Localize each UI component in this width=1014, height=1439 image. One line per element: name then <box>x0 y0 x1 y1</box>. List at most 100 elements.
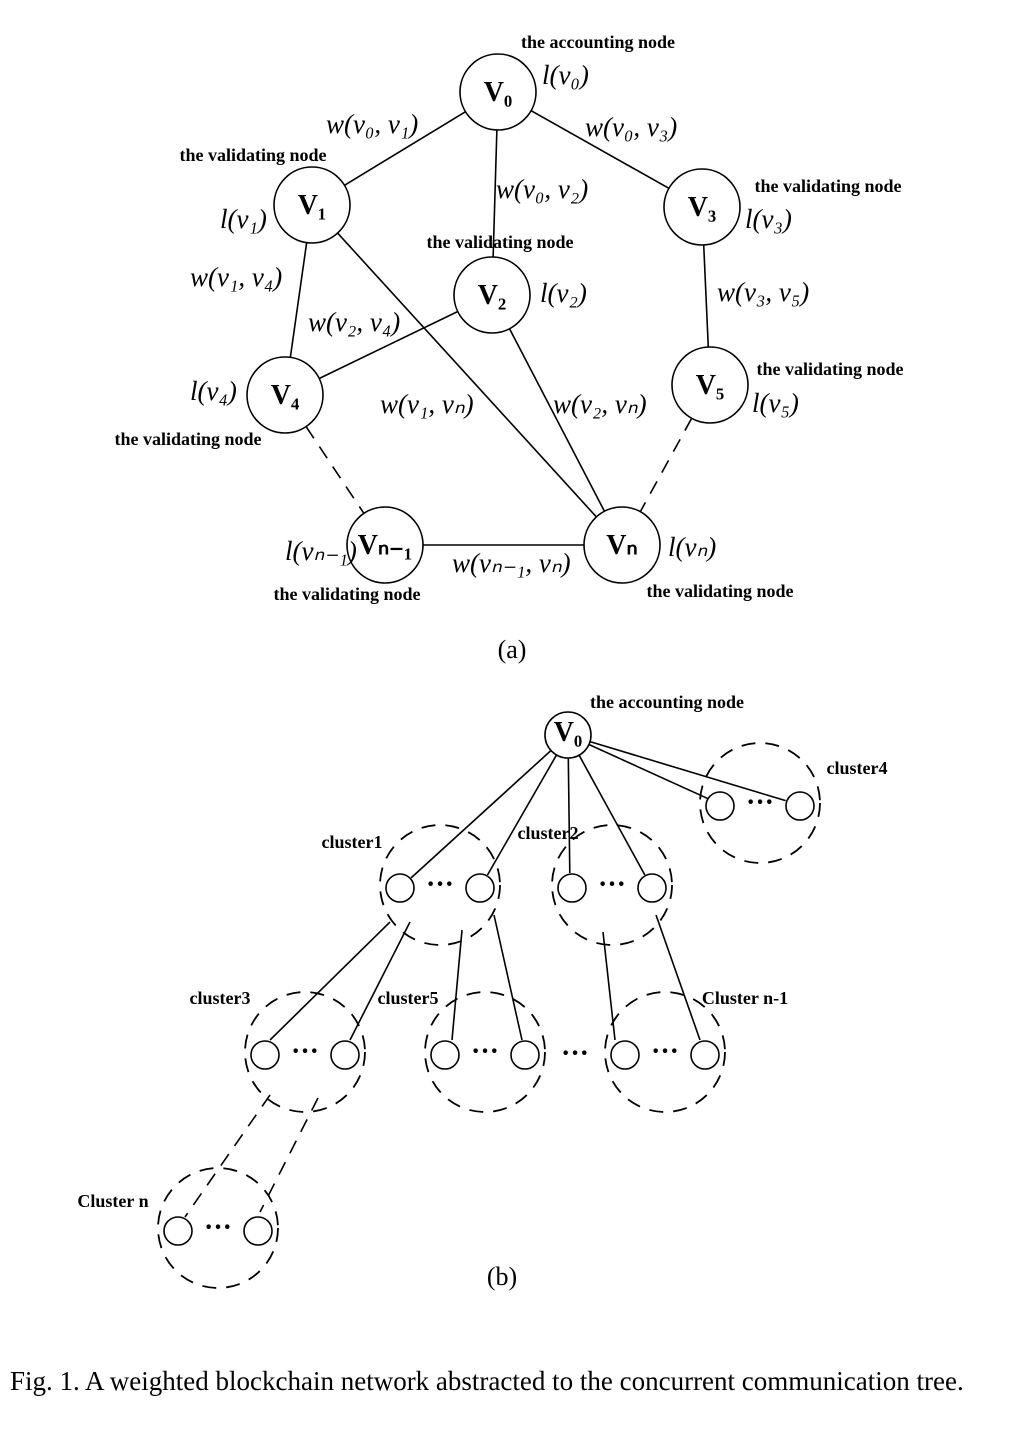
tree-edge <box>578 754 646 876</box>
node-vn <box>583 506 661 584</box>
cluster-member-node <box>510 1040 540 1070</box>
ellipsis: ··· <box>598 869 626 900</box>
cluster-member-node <box>430 1040 460 1070</box>
tree-edge-dashed <box>259 1097 319 1213</box>
tree-edge <box>567 757 571 874</box>
cluster-member-node <box>465 873 495 903</box>
node-role-label: the accounting node <box>521 32 675 52</box>
cluster-member-node <box>690 1040 720 1070</box>
node-load-label: l(vₙ₋₁) <box>285 536 357 566</box>
node-load-label: l(v₄) <box>190 376 237 406</box>
cluster-label: cluster2 <box>518 823 579 843</box>
tree-edge <box>349 921 411 1041</box>
edge-v3-v5 <box>702 244 710 348</box>
edge-weight-label: w(vₙ₋₁, vₙ) <box>452 548 571 578</box>
cluster-member-node <box>785 791 815 821</box>
cluster-member-node <box>250 1040 280 1070</box>
edge-v2-vn <box>508 328 606 512</box>
root-role-label: the accounting node <box>590 692 744 712</box>
cluster-label: cluster4 <box>827 758 888 778</box>
tree-edge <box>269 921 391 1041</box>
ellipsis: ··· <box>651 1036 679 1067</box>
cluster-boundary-cn <box>157 1167 279 1289</box>
node-vn1 <box>346 506 424 584</box>
tree-edge <box>655 914 701 1041</box>
figure-caption: Fig. 1. A weighted blockchain network ab… <box>10 1366 964 1396</box>
edge-weight-label: w(v₀, v₁) <box>326 109 418 139</box>
node-role-label: the validating node <box>426 232 573 252</box>
node-label: V₀ <box>484 77 513 108</box>
edge-weight-label: w(v₂, v₄) <box>308 307 400 337</box>
ellipsis: ··· <box>291 1036 319 1067</box>
ellipsis: ··· <box>426 869 454 900</box>
node-v3 <box>663 168 741 246</box>
subfigure-label-b: (b) <box>487 1262 517 1291</box>
cluster-label: cluster3 <box>190 988 251 1008</box>
node-load-label: l(vₙ) <box>668 532 716 562</box>
cluster-member-node <box>610 1040 640 1070</box>
cluster-member-node <box>163 1216 193 1246</box>
cluster-label: cluster1 <box>322 832 383 852</box>
edge-v5-vn <box>639 417 693 513</box>
cluster-label: Cluster n <box>77 1191 148 1211</box>
edge-weight-label: w(v₁, vₙ) <box>380 389 474 419</box>
node-role-label: the validating node <box>179 145 326 165</box>
node-label: V₁ <box>298 190 327 221</box>
cluster-label: cluster5 <box>378 988 439 1008</box>
cluster-member-node <box>385 873 415 903</box>
node-v1 <box>273 166 351 244</box>
edge-weight-label: w(v₁, v₄) <box>190 262 282 292</box>
node-role-label: the validating node <box>756 359 903 379</box>
tree-edge <box>410 749 552 879</box>
edge-v0-v2 <box>492 129 498 258</box>
tree-edge <box>486 754 558 876</box>
node-role-label: the validating node <box>754 176 901 196</box>
cluster-boundary-c2 <box>551 824 673 946</box>
edge-v0-v1 <box>344 111 466 186</box>
tree-edge <box>589 740 786 802</box>
tree-edge <box>451 929 463 1041</box>
node-load-label: l(v₃) <box>745 204 792 234</box>
cluster-boundary-c1 <box>379 824 501 946</box>
node-v2 <box>453 256 531 334</box>
root-node-label: V₀ <box>554 717 583 748</box>
node-v4 <box>246 356 324 434</box>
node-label: Vₙ <box>606 530 637 561</box>
edge-weight-label: w(v₀, v₂) <box>496 174 588 204</box>
node-load-label: l(v₀) <box>542 60 589 90</box>
edge-weight-label: w(v₃, v₅) <box>717 277 809 307</box>
edge-v4-vn1 <box>305 426 365 514</box>
edge-v1-v4 <box>289 242 308 358</box>
cluster-member-node <box>557 873 587 903</box>
edge-weight-label: w(v₀, v₃) <box>585 112 677 142</box>
node-role-label: the validating node <box>273 584 420 604</box>
node-load-label: l(v₁) <box>220 204 267 234</box>
node-load-label: l(v₅) <box>752 388 799 418</box>
cluster-label: Cluster n-1 <box>702 988 788 1008</box>
edge-v1-vn <box>337 232 597 518</box>
node-label: V₄ <box>271 380 300 411</box>
node-role-label: the validating node <box>646 581 793 601</box>
cluster-boundary-c3 <box>244 991 366 1113</box>
cluster-member-node <box>243 1216 273 1246</box>
ellipsis-between-clusters: ··· <box>561 1038 589 1069</box>
node-load-label: l(v₂) <box>540 278 587 308</box>
tree-edge <box>493 914 523 1041</box>
tree-edge <box>602 931 616 1041</box>
cluster-boundary-c5 <box>424 991 546 1113</box>
tree-edge-dashed <box>184 1094 271 1218</box>
ellipsis: ··· <box>746 787 774 818</box>
ellipsis: ··· <box>204 1212 232 1243</box>
node-v0 <box>459 53 537 131</box>
edge-v0-v3 <box>530 109 670 190</box>
node-label: Vₙ₋₁ <box>358 530 413 561</box>
cluster-boundary-c4 <box>699 742 821 864</box>
cluster-member-node <box>705 791 735 821</box>
node-label: V₃ <box>688 192 717 223</box>
tree-edge <box>588 743 709 800</box>
cluster-member-node <box>330 1040 360 1070</box>
ellipsis: ··· <box>471 1036 499 1067</box>
subfigure-label-a: (a) <box>498 635 527 664</box>
edge-v2-v4 <box>318 310 459 380</box>
blockchain-network-figure: w(v₀, v₁) w(v₀, v₂) w(v₀, v₃) w(v₁, v₄) w(v₁… <box>77 32 903 1291</box>
